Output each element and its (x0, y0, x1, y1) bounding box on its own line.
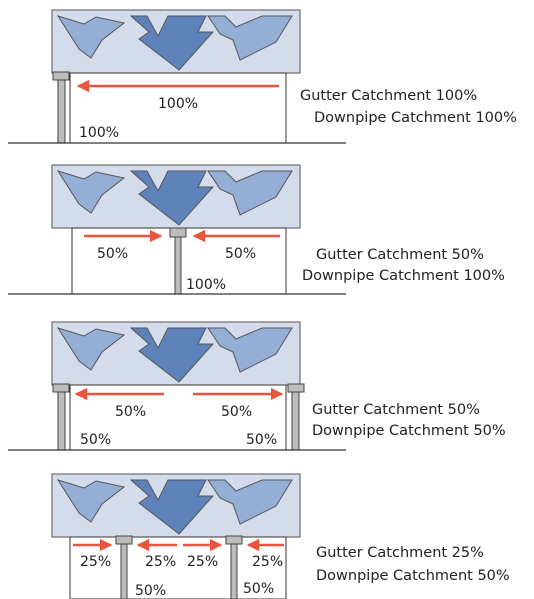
downpipe-left (57, 391, 66, 451)
rain-arrow-left-icon (56, 327, 126, 371)
downpipe-label-left: 50% (135, 583, 166, 599)
rain-arrow-center-icon (129, 327, 215, 383)
rain-arrow-left-icon (56, 170, 126, 214)
diagram-1: 100% 100% Gutter Catchment 100% Downpipe… (8, 9, 517, 144)
downpipe-label-right: 50% (246, 432, 277, 448)
downpipe-left (57, 79, 66, 144)
flow-label-1: 25% (80, 554, 111, 570)
flow-label-left: 50% (115, 404, 146, 420)
caption-gutter: Gutter Catchment 50% (312, 402, 480, 418)
rain-arrow-right-icon (207, 479, 293, 525)
gutter-left (52, 383, 70, 393)
downpipe-label-right: 50% (243, 581, 274, 597)
caption-downpipe: Downpipe Catchment 50% (312, 423, 506, 439)
rain-arrow-left-icon (56, 15, 126, 59)
building (69, 72, 287, 144)
flow-label-left: 50% (97, 246, 128, 262)
rain-arrow-right-icon (207, 15, 293, 61)
downpipe-right (291, 391, 300, 451)
gutter-center (169, 227, 187, 238)
downpipe-left (120, 543, 128, 599)
caption-downpipe: Downpipe Catchment 100% (314, 110, 517, 126)
downpipe-label: 100% (186, 277, 226, 293)
downpipe-label: 100% (79, 125, 119, 141)
diagram-4: 25% 25% 25% 25% 50% 50% Gutter Catchment… (51, 473, 510, 599)
caption-downpipe: Downpipe Catchment 50% (316, 568, 510, 584)
caption-gutter: Gutter Catchment 50% (316, 247, 484, 263)
caption-gutter: Gutter Catchment 100% (300, 88, 477, 104)
gutter-left (115, 535, 133, 545)
gutter-right (287, 383, 305, 393)
gutter-left (52, 71, 70, 81)
flow-label-2: 25% (145, 554, 176, 570)
downpipe-right (230, 543, 238, 599)
flow-label-center: 100% (158, 96, 198, 112)
diagram-3: 50% 50% 50% 50% Gutter Catchment 50% Dow… (8, 321, 506, 451)
rain-arrow-center-icon (129, 479, 215, 535)
rain-arrow-center-icon (129, 170, 215, 226)
rain-arrow-left-icon (56, 479, 126, 523)
diagram-2: 50% 50% 100% Gutter Catchment 50% Downpi… (8, 164, 505, 295)
rain-arrow-right-icon (207, 327, 293, 373)
downpipe-center (174, 236, 182, 295)
rain-arrow-right-icon (207, 170, 293, 216)
flow-label-4: 25% (252, 554, 283, 570)
building (69, 384, 287, 451)
caption-gutter: Gutter Catchment 25% (316, 545, 484, 561)
caption-downpipe: Downpipe Catchment 100% (302, 268, 505, 284)
flow-label-right: 50% (221, 404, 252, 420)
flow-label-right: 50% (225, 246, 256, 262)
downpipe-label-left: 50% (80, 432, 111, 448)
rain-arrow-center-icon (129, 15, 215, 71)
flow-label-3: 25% (187, 554, 218, 570)
gutter-right (225, 535, 243, 545)
